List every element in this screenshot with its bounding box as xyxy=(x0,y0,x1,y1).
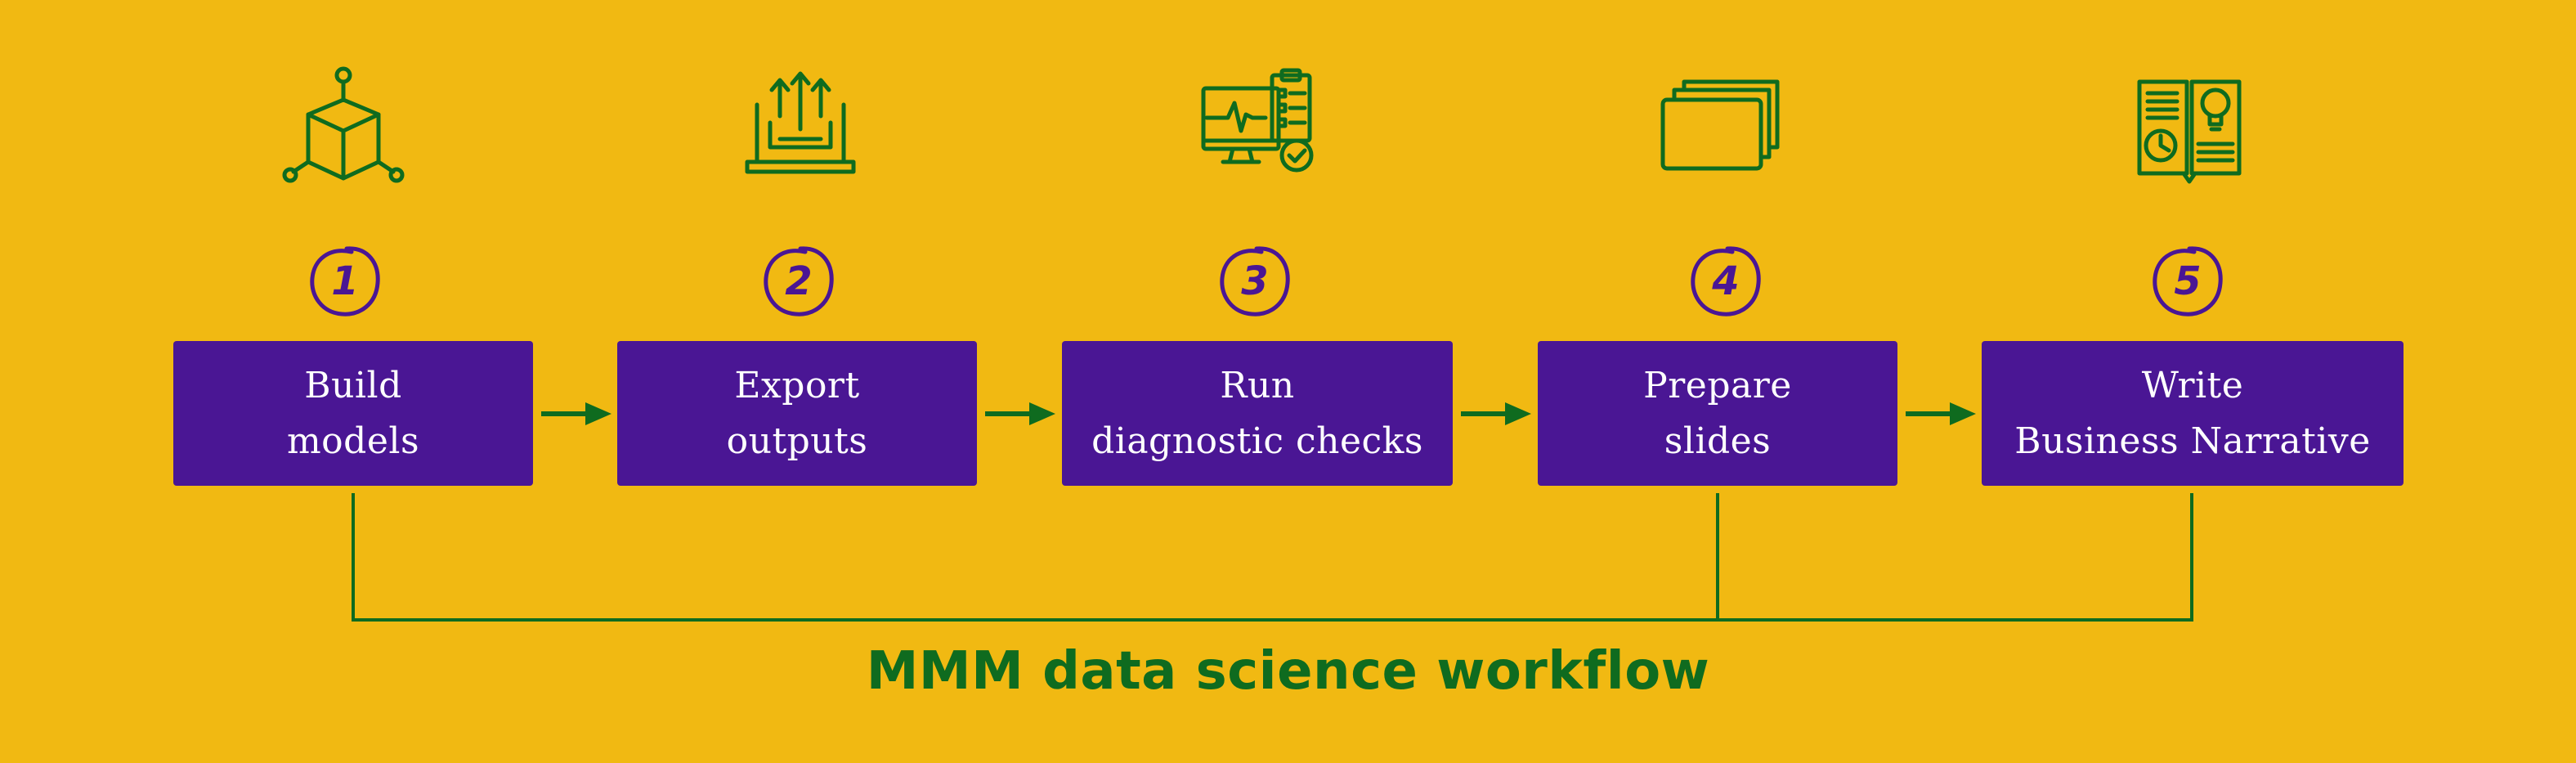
cube-network-icon xyxy=(282,65,405,188)
step-5-badge: 5 xyxy=(2148,242,2227,321)
step-5-line1: Write xyxy=(2141,364,2244,406)
step-2-line1: Export xyxy=(734,364,860,406)
step-2-line2: outputs xyxy=(726,420,868,462)
step-4-badge: 4 xyxy=(1687,242,1765,321)
step-3-box: Run diagnostic checks xyxy=(1062,341,1453,486)
step-5-box: Write Business Narrative xyxy=(1982,341,2404,486)
monitor-checklist-icon xyxy=(1195,65,1318,188)
step-3-badge: 3 xyxy=(1216,242,1294,321)
step-3-number: 3 xyxy=(1241,258,1269,304)
workflow-title: MMM data science workflow xyxy=(866,641,1710,702)
step-2-number: 2 xyxy=(785,258,813,304)
arrow-3-to-4 xyxy=(1459,397,1533,430)
laptop-upload-icon xyxy=(739,65,862,188)
step-4-box: Prepare slides xyxy=(1538,341,1897,486)
arrow-2-to-3 xyxy=(983,397,1057,430)
book-idea-icon xyxy=(2128,65,2251,188)
step-4-number: 4 xyxy=(1712,258,1740,304)
step-5-number: 5 xyxy=(2174,258,2202,304)
step-4-line1: Prepare xyxy=(1643,364,1792,406)
step-5-line2: Business Narrative xyxy=(2014,420,2371,462)
step-3-line1: Run xyxy=(1220,364,1295,406)
step-1-badge: 1 xyxy=(306,242,384,321)
step-1-box: Build models xyxy=(173,341,533,486)
step-2-badge: 2 xyxy=(759,242,838,321)
step-4-line2: slides xyxy=(1664,420,1772,462)
step-2-box: Export outputs xyxy=(617,341,977,486)
step-3-line2: diagnostic checks xyxy=(1091,420,1423,462)
slides-stack-icon xyxy=(1658,65,1781,188)
arrow-1-to-2 xyxy=(540,397,613,430)
step-1-number: 1 xyxy=(331,258,359,304)
arrow-4-to-5 xyxy=(1904,397,1978,430)
step-1-line2: models xyxy=(286,420,420,462)
step-1-line1: Build xyxy=(304,364,402,406)
